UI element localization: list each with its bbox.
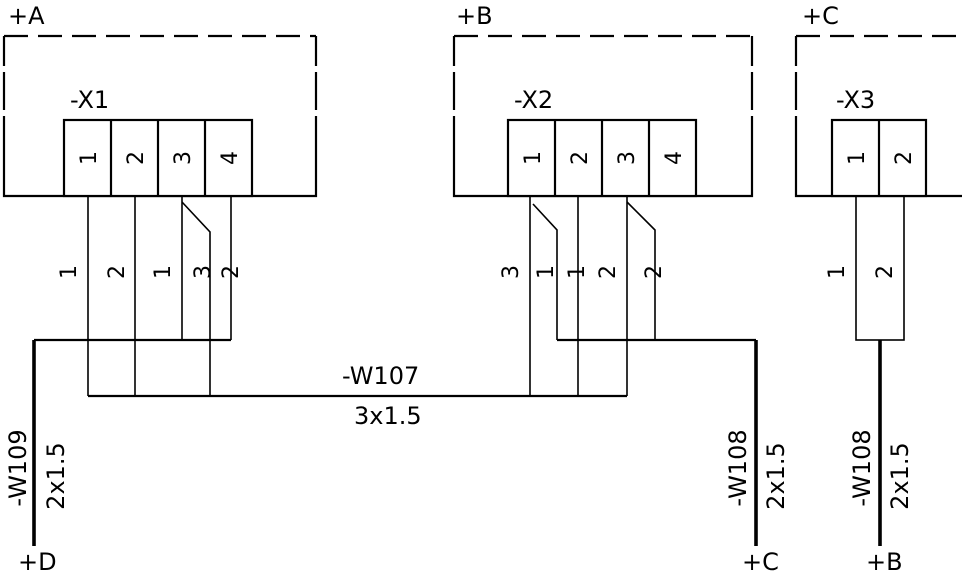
x2-pin-4: 4 [662, 151, 687, 165]
x2-conductor-4: 2 [596, 265, 621, 279]
x1-pin-4: 4 [218, 151, 243, 165]
cable-w107-spec: 3x1.5 [354, 402, 422, 430]
x2-pin-3: 3 [615, 151, 640, 165]
terminal-label-x3: -X3 [836, 86, 875, 114]
location-label-b: +B [456, 2, 493, 30]
terminal-label-x2: -X2 [514, 86, 553, 114]
x2-conductor-2: 1 [534, 265, 559, 279]
x2-conductor-3: 1 [565, 265, 590, 279]
x2-conductor-5: 2 [642, 265, 667, 279]
x1-conductor-4: 3 [191, 265, 216, 279]
terminal-strip-x2 [506, 118, 698, 198]
x3-conductor-2: 2 [873, 265, 898, 279]
location-label-a: +A [8, 2, 45, 30]
destination-label-d: +D [18, 548, 57, 572]
x3-pin-2: 2 [892, 151, 917, 165]
location-label-c: +C [802, 2, 839, 30]
x1-conductor-1: 1 [57, 265, 82, 279]
x1-conductor-5: 2 [219, 265, 244, 279]
x3-pin-1: 1 [845, 151, 870, 165]
cable-w108-left [557, 338, 758, 546]
cable-w108-left-spec: 2x1.5 [762, 442, 790, 510]
cable-w109-name: -W109 [4, 429, 32, 506]
x1-pin-3: 3 [171, 151, 196, 165]
terminal-strip-x1 [62, 118, 254, 198]
cable-w108-right-spec: 2x1.5 [886, 442, 914, 510]
x1-conductor-2: 2 [105, 265, 130, 279]
x1-pin-2: 2 [124, 151, 149, 165]
frame-side-gaps [2, 66, 798, 116]
cable-w108-right-name: -W108 [848, 429, 876, 506]
x1-pin-1: 1 [77, 151, 102, 165]
x2-pin-1: 1 [521, 151, 546, 165]
destination-label-b: +B [866, 548, 903, 572]
terminal-label-x1: -X1 [70, 86, 109, 114]
x3-conductor-1: 1 [825, 265, 850, 279]
cable-w109-spec: 2x1.5 [42, 442, 70, 510]
x2-pin-2: 2 [568, 151, 593, 165]
cable-w107-name: -W107 [342, 362, 419, 390]
destination-label-c: +C [742, 548, 779, 572]
cable-w108-left-name: -W108 [724, 429, 752, 506]
x2-conductor-1: 3 [499, 265, 524, 279]
x1-conductor-3: 1 [151, 265, 176, 279]
terminal-strip-x3 [830, 118, 928, 198]
x2-conductors [529, 196, 656, 396]
x1-conductors [87, 196, 232, 396]
cable-w109 [32, 338, 231, 546]
